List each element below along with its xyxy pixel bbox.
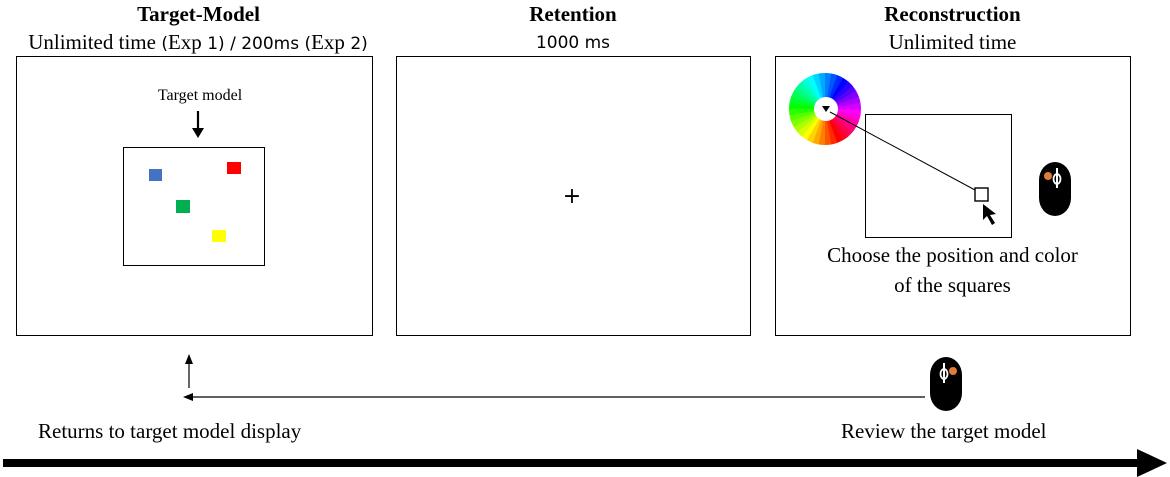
panel-subtitle-reconstruction: Unlimited time [888, 30, 1017, 54]
square-yellow [212, 230, 226, 242]
reconstruction-box [865, 114, 1012, 238]
down-arrow-icon [192, 111, 204, 138]
panel-subtitle-target-model: Unlimited time (Exp 1) / 200ms (Exp 2) [6, 30, 390, 55]
return-arrow-icon [183, 354, 925, 401]
target-model-label: Target model [157, 87, 243, 104]
subtitle-part: Unlimited time [28, 30, 156, 54]
subtitle-part: 1) / 200ms ( [201, 34, 312, 54]
target-model-box [123, 147, 265, 266]
cursor-arrow-icon [983, 204, 996, 225]
review-caption: Review the target model [841, 419, 1047, 443]
panel-title-reconstruction: Reconstruction [884, 2, 1021, 26]
subtitle-part: Exp [167, 30, 202, 54]
target-model-panel [16, 56, 373, 336]
retention-panel [396, 56, 751, 336]
instruction-line-2: of the squares [894, 273, 1011, 297]
connector-line [829, 111, 976, 191]
returns-caption: Returns to target model display [38, 419, 302, 443]
panel-subtitle-retention: 1000 ms [535, 33, 611, 53]
instruction-line-1: Choose the position and color [827, 243, 1078, 267]
fixation-cross: + [562, 184, 582, 209]
panel-title-retention: Retention [529, 2, 617, 26]
mouse-icon-bottom [930, 357, 962, 411]
mouse-icon [1039, 162, 1071, 216]
square-blue [149, 169, 162, 181]
timeline-arrow-icon [3, 449, 1167, 477]
placed-square [974, 187, 989, 202]
panel-title-target-model: Target-Model [137, 2, 260, 26]
square-green [176, 200, 190, 213]
subtitle-part: ( [155, 34, 168, 54]
subtitle-part: Exp [311, 30, 345, 54]
square-red [227, 162, 241, 174]
subtitle-part: 2) [344, 34, 368, 54]
color-wheel-pointer-icon [822, 106, 830, 112]
